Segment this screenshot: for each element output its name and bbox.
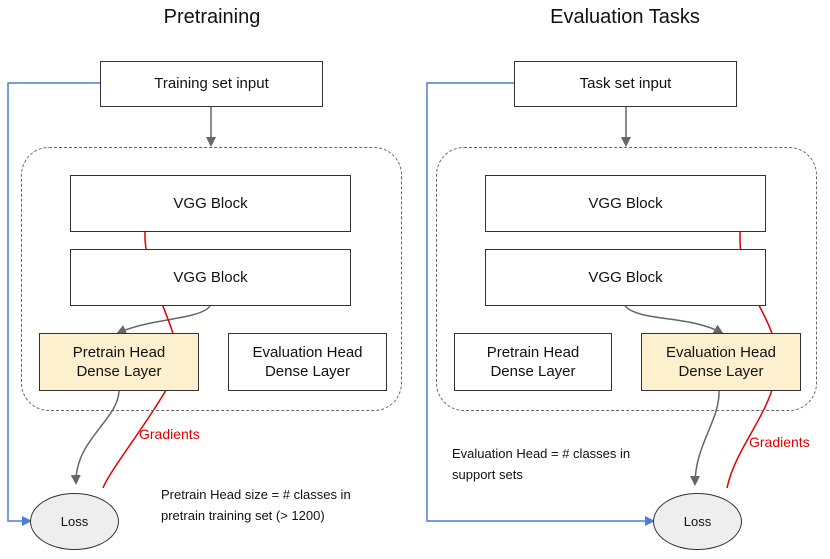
pretrain-head-line1: Pretrain Head bbox=[72, 343, 166, 361]
eval-gradients-label: Gradients bbox=[749, 434, 810, 450]
pretrain-vgg-to-pretrain-head-arrow bbox=[116, 305, 211, 335]
pretrain-loss-node: Loss bbox=[30, 493, 119, 550]
eval-note-line1: Evaluation Head = # classes in bbox=[452, 446, 631, 461]
pretrain-vgg-block-1-label: VGG Block bbox=[173, 194, 248, 212]
eval-head-line2: Dense Layer bbox=[678, 363, 764, 380]
eval-vgg-to-eval-head-arrow bbox=[624, 305, 724, 334]
eval-head-to-loss-arrow bbox=[690, 390, 720, 486]
training-set-input-label: Training set input bbox=[154, 75, 269, 93]
eval-note: Evaluation Head = # classes in support s… bbox=[452, 444, 630, 486]
eval-side-pretrain-head: Pretrain Head Dense Layer bbox=[454, 333, 612, 391]
eval-input-to-loss-arrow bbox=[426, 82, 655, 526]
pretraining-title: Pretraining bbox=[163, 6, 261, 28]
eval-head-line2: Dense Layer bbox=[264, 363, 351, 380]
pretrain-loss-label: Loss bbox=[60, 514, 89, 529]
evaluation-title: Evaluation Tasks bbox=[550, 6, 700, 28]
pretrain-note-line2: pretrain training set (> 1200) bbox=[161, 507, 325, 523]
eval-model-panel bbox=[436, 147, 817, 411]
eval-loss-label: Loss bbox=[683, 514, 712, 529]
eval-loss-node: Loss bbox=[653, 493, 742, 550]
pretrain-head-to-loss-arrow bbox=[70, 390, 120, 485]
pretrain-vgg-block-1: VGG Block bbox=[70, 175, 351, 232]
pretrain-side-pretrain-head: Pretrain Head Dense Layer bbox=[39, 333, 199, 391]
eval-vgg-block-1: VGG Block bbox=[485, 175, 766, 232]
pretrain-head-line2: Dense Layer bbox=[76, 363, 162, 380]
task-set-input-box: Task set input bbox=[514, 61, 737, 107]
pretrain-input-to-loss-arrow bbox=[7, 82, 100, 526]
eval-note-line2: support sets bbox=[452, 466, 523, 482]
pretrain-vgg-block-2: VGG Block bbox=[70, 249, 351, 306]
pretrain-head-line1: Pretrain Head bbox=[486, 343, 580, 361]
pretrain-gradients-label: Gradients bbox=[139, 426, 200, 442]
eval-vgg-block-2-label: VGG Block bbox=[588, 268, 663, 286]
pretrain-head-line2: Dense Layer bbox=[490, 363, 576, 380]
eval-side-eval-head: Evaluation Head Dense Layer bbox=[641, 333, 801, 391]
pretrain-note: Pretrain Head size = # classes in pretra… bbox=[161, 485, 351, 527]
pretrain-model-panel bbox=[21, 147, 402, 411]
eval-vgg-block-2: VGG Block bbox=[485, 249, 766, 306]
training-set-input-box: Training set input bbox=[100, 61, 323, 107]
eval-head-line1: Evaluation Head bbox=[665, 343, 777, 361]
pretrain-vgg-block-2-label: VGG Block bbox=[173, 268, 248, 286]
task-set-input-label: Task set input bbox=[579, 75, 672, 93]
eval-head-line1: Evaluation Head bbox=[252, 343, 363, 361]
pretrain-note-line1: Pretrain Head size = # classes in bbox=[161, 487, 351, 502]
eval-vgg-block-1-label: VGG Block bbox=[588, 194, 663, 212]
pretrain-side-eval-head: Evaluation Head Dense Layer bbox=[228, 333, 387, 391]
